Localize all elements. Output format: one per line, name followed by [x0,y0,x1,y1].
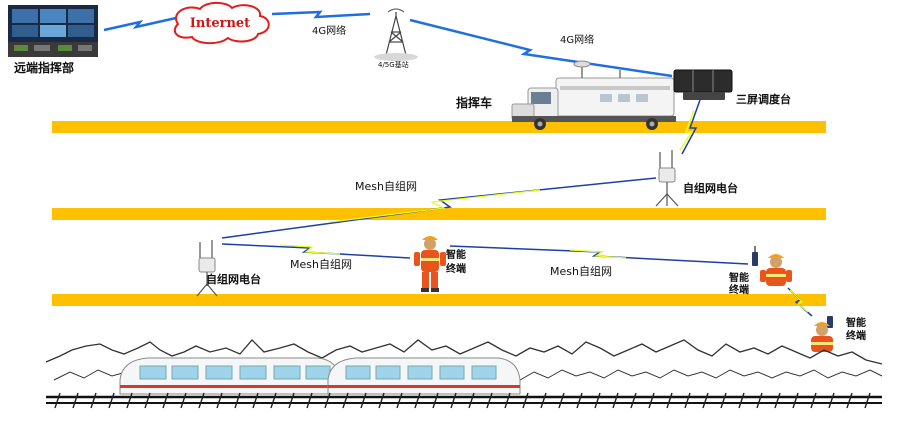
link-basestation-console [409,18,673,78]
terminal-right-label-1: 智能 [729,271,749,284]
rail-sleeper [144,392,151,409]
rail-sleeper [288,392,295,409]
terminal-mid-label-2: 终端 [446,262,466,275]
rail-sleeper [684,392,691,409]
rail-sleeper [540,392,547,409]
internet-cloud-icon [173,1,270,45]
terminal-mid-icon [414,236,446,292]
bolt-mesh-right [569,249,627,259]
link-hq-internet [103,16,177,32]
rail-sleeper [828,392,835,409]
terminal-edge-label-1: 智能 [846,316,866,329]
rail-sleeper [702,392,709,409]
rail-sleeper [180,392,187,409]
mesh-link-left-label: Mesh自组网 [290,257,352,271]
tunnel-band-3 [52,294,826,306]
terminal-right-icon [752,246,792,286]
rail-sleeper [234,392,241,409]
link-mesh-left [221,243,411,259]
rail-sleeper [774,392,781,409]
net-4g-right-label: 4G网络 [560,33,594,46]
train-car-2 [327,357,521,395]
rail-track [46,395,882,404]
link-internet-basestation [271,10,371,19]
mesh-radio-upper-icon [655,150,679,207]
terminal-edge-label-2: 终端 [846,329,866,342]
internet-label: Internet [190,16,250,31]
rail-sleeper [864,392,871,409]
rail-sleeper [270,392,277,409]
command-vehicle-icon [511,60,676,130]
rail-sleeper [666,392,673,409]
rail-sleeper [612,392,619,409]
bolt-terminal-edge [789,289,809,313]
rail-sleeper [630,392,637,409]
console-label: 三屏调度台 [736,92,791,106]
rail-sleeper [414,392,421,409]
command-vehicle-label: 指挥车 [456,95,492,110]
tunnel-band-2 [52,208,826,220]
rail-sleeper [450,392,457,409]
rail-sleeper [576,392,583,409]
bolt-mesh-top [329,189,541,223]
mesh-link-top-label: Mesh自组网 [355,179,417,193]
rail-sleeper [846,392,853,409]
rail-sleeper [396,392,403,409]
rail-sleeper [594,392,601,409]
rail-sleeper [126,392,133,409]
rail-sleeper [756,392,763,409]
console-icon [673,69,733,100]
rail-sleeper [324,392,331,409]
mesh-radio-upper-label: 自组网电台 [683,181,738,195]
rail-sleeper [738,392,745,409]
link-mesh-top [221,177,657,239]
rail-sleepers [54,392,871,409]
base-station-label: 4/5G基站 [378,60,409,69]
rail-sleeper [216,392,223,409]
rail-sleeper [378,392,385,409]
terminal-edge-icon [811,316,833,352]
tunnel-band-1 [52,121,826,133]
rail-sleeper [342,392,349,409]
net-4g-left-label: 4G网络 [312,24,346,37]
rail-sleeper [54,392,61,409]
rail-sleeper [504,392,511,409]
remote-hq-image [8,5,98,57]
terminal-right-label-2: 终端 [729,283,749,296]
rail-sleeper [252,392,259,409]
rail-sleeper [90,392,97,409]
rail-sleeper [108,392,115,409]
rail-sleeper [720,392,727,409]
rail-sleeper [522,392,529,409]
rail-sleeper [72,392,79,409]
bolt-mesh-left [279,244,341,255]
rail-sleeper [810,392,817,409]
mesh-radio-lower-label: 自组网电台 [206,272,261,286]
terminal-mid-label-1: 智能 [446,248,466,261]
bolt-console-radio [679,109,695,151]
base-station-icon [374,8,418,61]
link-console-radio [681,99,701,155]
rail-sleeper [162,392,169,409]
rail-sleeper [486,392,493,409]
train-car-1 [119,357,341,395]
rail-sleeper [648,392,655,409]
rail-sleeper [306,392,313,409]
rail-sleeper [198,392,205,409]
rail-sleeper [468,392,475,409]
remote-hq-label: 远端指挥部 [14,60,74,75]
mesh-radio-lower-icon [196,240,218,297]
link-mesh-right [449,245,749,265]
mountain-outline [45,339,883,365]
mesh-link-right-label: Mesh自组网 [550,264,612,278]
rail-sleeper [432,392,439,409]
rail-sleeper [360,392,367,409]
rail-sleeper [792,392,799,409]
rail-sleeper [558,392,565,409]
